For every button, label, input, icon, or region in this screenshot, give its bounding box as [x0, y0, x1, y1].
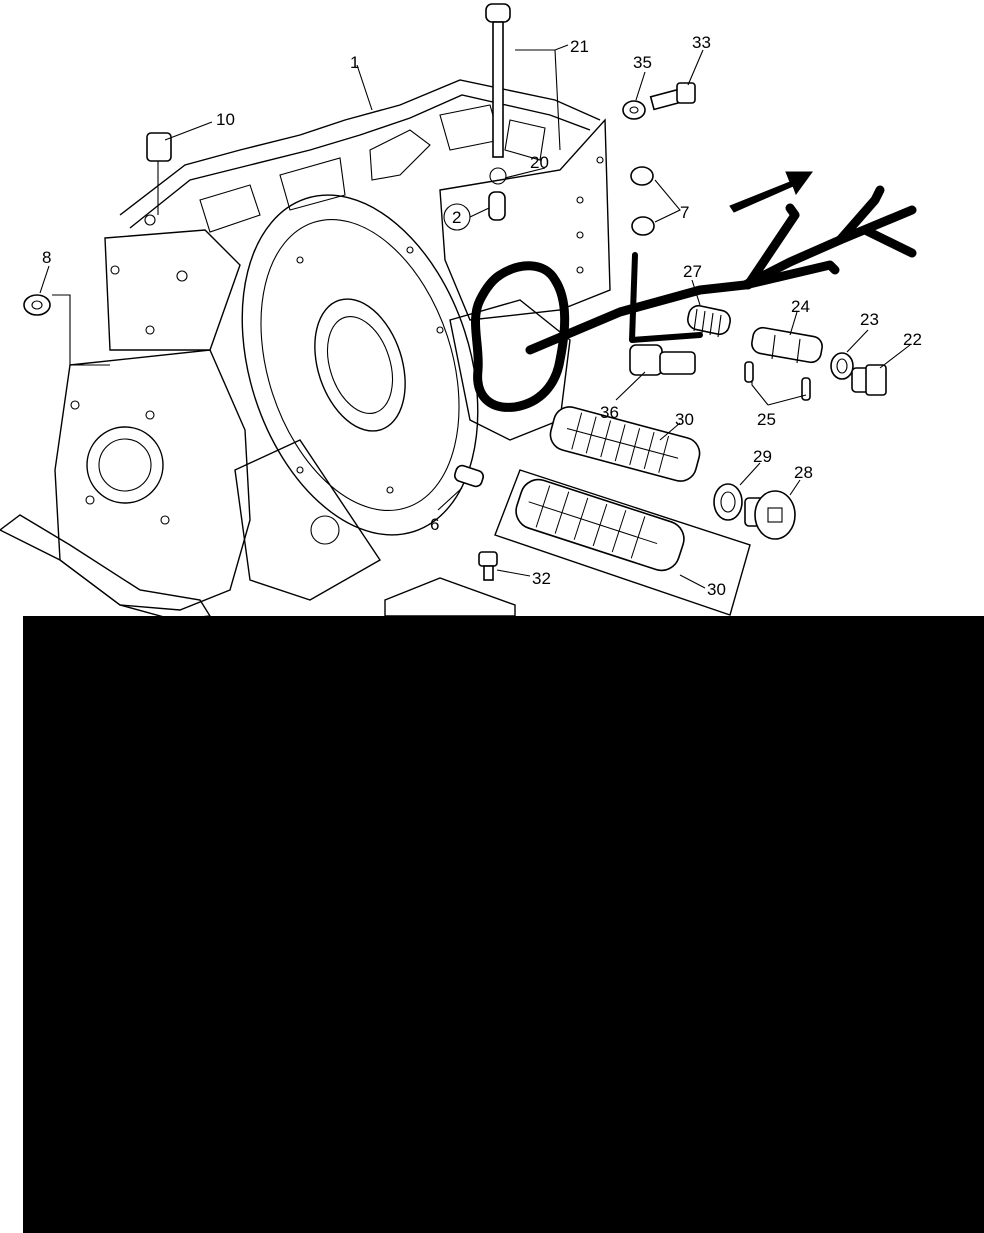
washer-35 [622, 100, 646, 120]
bolt-32 [478, 551, 498, 581]
callout-23: 23 [860, 310, 879, 329]
cover-plate [384, 577, 516, 617]
callout-35: 35 [633, 53, 652, 72]
callout-22: 22 [903, 330, 922, 349]
redacted-area [23, 616, 984, 1233]
plug-8 [23, 294, 51, 316]
direction-arrow [729, 171, 813, 213]
callout-6: 6 [430, 515, 439, 534]
pin-2 [488, 191, 506, 221]
bolt-33 [649, 82, 696, 111]
valve-spring-27 [687, 304, 731, 338]
callout-labels: 1 2 6 7 8 10 20 21 22 23 24 25 27 28 29 … [42, 33, 922, 599]
markup-circle [470, 261, 570, 412]
plug-22 [851, 364, 887, 396]
callout-2: 2 [452, 208, 461, 227]
callout-1: 1 [350, 53, 359, 72]
washer-29 [713, 483, 743, 521]
callout-33: 33 [692, 33, 711, 52]
callout-25: 25 [757, 410, 776, 429]
pins-25 [744, 361, 811, 401]
markup-arrow [525, 185, 917, 355]
leader-lines [39, 44, 911, 589]
plug-28 [744, 490, 796, 540]
callout-27: 27 [683, 262, 702, 281]
plug-10 [146, 132, 172, 215]
callout-30-lower: 30 [707, 580, 726, 599]
callout-10: 10 [216, 110, 235, 129]
callout-36: 36 [600, 403, 619, 422]
pin-6 [453, 464, 485, 488]
callout-24: 24 [791, 297, 810, 316]
callout-32: 32 [532, 569, 551, 588]
plugs-7 [630, 166, 655, 236]
callout-20: 20 [530, 153, 549, 172]
filter-30-lower-box [494, 469, 751, 616]
valve-spool-24 [751, 326, 823, 364]
fitting-36 [629, 344, 696, 376]
callout-30-upper: 30 [675, 410, 694, 429]
callout-28: 28 [794, 463, 813, 482]
callout-21: 21 [570, 37, 589, 56]
filter-30-upper [549, 406, 701, 482]
dipstick [485, 3, 511, 185]
callout-7: 7 [680, 203, 689, 222]
callout-8: 8 [42, 248, 51, 267]
housing [0, 79, 611, 621]
callout-29: 29 [753, 447, 772, 466]
washer-23 [830, 352, 854, 380]
